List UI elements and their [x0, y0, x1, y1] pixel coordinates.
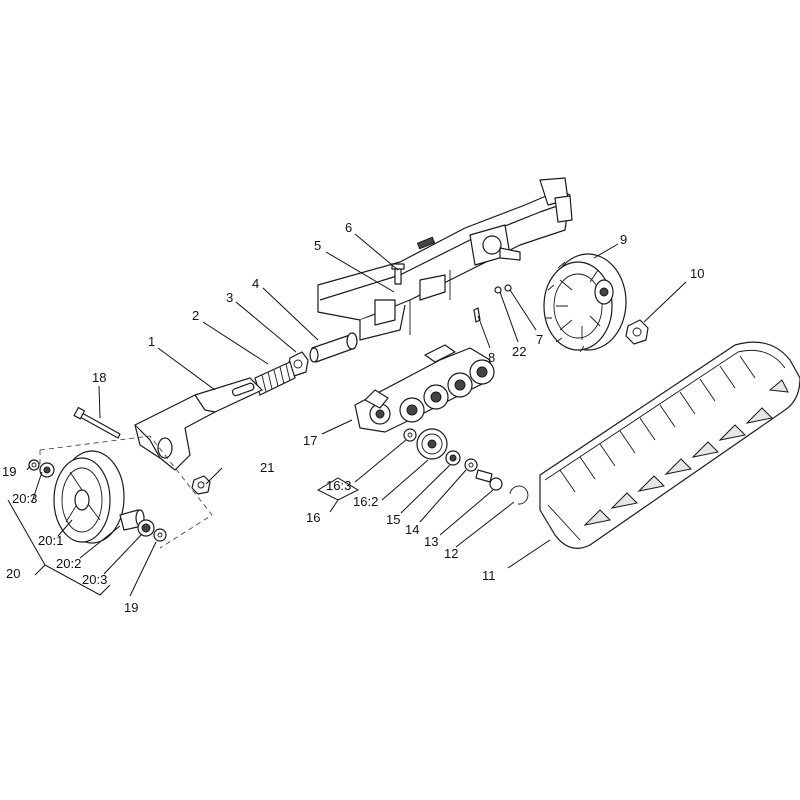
pin-22	[494, 286, 502, 294]
nut-10	[625, 319, 649, 345]
leader-lines	[7, 233, 687, 597]
label-8: 8	[488, 350, 495, 365]
label-17: 17	[303, 433, 317, 448]
label-19-left: 19	[2, 464, 16, 479]
rubber-track-11	[539, 341, 800, 549]
label-18: 18	[92, 370, 106, 385]
washer-19-left	[28, 459, 40, 471]
label-16-2: 16:2	[353, 494, 378, 509]
washer-14	[464, 458, 478, 472]
label-2: 2	[192, 308, 199, 323]
label-7: 7	[536, 332, 543, 347]
label-6: 6	[345, 220, 352, 235]
bearing-15	[445, 450, 461, 466]
bogie-17	[354, 344, 495, 433]
label-11: 11	[482, 568, 496, 583]
label-12: 12	[444, 546, 458, 561]
label-14: 14	[405, 522, 419, 537]
label-20-3-left: 20:3	[12, 491, 37, 506]
pin-7	[504, 284, 512, 292]
washer-19-right	[153, 528, 167, 542]
label-21: 21	[260, 460, 274, 475]
label-15: 15	[386, 512, 400, 527]
label-16: 16	[306, 510, 320, 525]
label-9: 9	[620, 232, 627, 247]
label-20-1: 20:1	[38, 533, 63, 548]
clip-12	[509, 485, 529, 505]
bearing-20-3-right	[137, 519, 155, 537]
label-10: 10	[690, 266, 704, 281]
label-4: 4	[252, 276, 259, 291]
label-20-3-right: 20:3	[82, 572, 107, 587]
arm-1	[134, 377, 263, 471]
label-5: 5	[314, 238, 321, 253]
pin-13	[475, 469, 503, 491]
main-frame	[317, 177, 573, 341]
label-20: 20	[6, 566, 20, 581]
label-19-right: 19	[124, 600, 138, 615]
bearing-20-3-left	[39, 462, 55, 478]
label-3: 3	[226, 290, 233, 305]
label-16-3: 16:3	[326, 478, 351, 493]
washer-16-3	[403, 428, 417, 442]
label-13: 13	[424, 534, 438, 549]
bolt-18	[73, 406, 121, 439]
label-1: 1	[148, 334, 155, 349]
nut-21	[191, 475, 211, 495]
drive-sprocket-9	[543, 253, 627, 353]
shaft-4	[309, 332, 358, 363]
idler-wheel-20	[39, 435, 213, 549]
roller-16-2	[416, 428, 448, 460]
bolt-6	[391, 263, 405, 285]
label-20-2: 20:2	[56, 556, 81, 571]
callout-labels: 1 2 3 4 5 6 7 8 9 10 11 12 13 14 15 16 1…	[2, 220, 704, 615]
label-22: 22	[512, 344, 526, 359]
